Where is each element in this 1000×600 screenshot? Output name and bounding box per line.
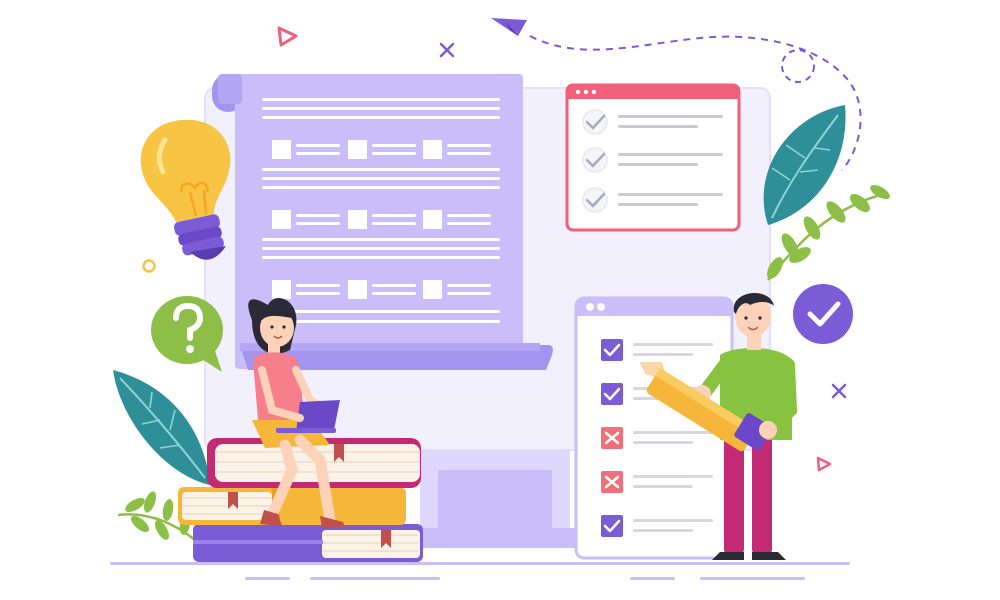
- doc-line: [296, 222, 340, 225]
- cross-mark-icon: [604, 475, 620, 489]
- doc-line: [262, 177, 500, 180]
- checkbox-checked-icon: [601, 515, 623, 537]
- doc-line: [372, 144, 416, 147]
- right-leaves: [763, 105, 890, 281]
- doc-checkbox: [423, 280, 442, 299]
- doc-line: [372, 222, 416, 225]
- pencil-icon: [640, 362, 773, 452]
- doc-checkbox: [272, 210, 291, 229]
- checkbox-checked-icon: [601, 383, 623, 405]
- check-line: [618, 115, 723, 118]
- doc-line: [262, 320, 500, 323]
- doc-checkbox: [272, 140, 291, 159]
- check-mark-icon: [585, 192, 606, 208]
- top-check-rows: [582, 109, 723, 213]
- check-line: [633, 529, 693, 532]
- doc-line: [372, 152, 416, 155]
- doc-line: [296, 292, 340, 295]
- doc-checkbox: [348, 280, 367, 299]
- doc-checkbox: [348, 210, 367, 229]
- check-mark-icon: [585, 152, 606, 168]
- check-line: [633, 343, 713, 346]
- checklist-card-bottom: [574, 296, 734, 560]
- decorations: [142, 26, 847, 472]
- doc-line: [262, 116, 500, 119]
- check-line: [633, 519, 713, 522]
- check-mark-icon: [603, 343, 621, 357]
- check-circle-icon: [582, 187, 608, 213]
- book-stack: [178, 438, 423, 562]
- doc-line: [262, 247, 500, 250]
- doc-line: [447, 222, 491, 225]
- check-line: [618, 193, 723, 196]
- checklist-card-top: [565, 83, 741, 232]
- doc-line: [262, 107, 500, 110]
- check-mark-icon: [603, 519, 621, 533]
- check-mark-icon: [603, 387, 621, 401]
- check-mark-icon: [585, 114, 606, 130]
- cross-mark-icon: [604, 431, 620, 445]
- check-line: [633, 353, 693, 356]
- doc-checkbox: [348, 140, 367, 159]
- doc-line: [372, 292, 416, 295]
- doc-line: [447, 284, 491, 287]
- check-line: [633, 441, 693, 444]
- doc-line: [296, 214, 340, 217]
- paper-plane-icon: [491, 18, 862, 171]
- doc-line: [296, 284, 340, 287]
- doc-checkbox: [272, 280, 291, 299]
- doc-line: [447, 292, 491, 295]
- doc-line: [262, 98, 500, 101]
- doc-line: [447, 144, 491, 147]
- ground-lines: [110, 562, 850, 580]
- man-with-pencil: [640, 293, 798, 560]
- woman-with-laptop: [248, 297, 345, 528]
- doc-line: [447, 152, 491, 155]
- doc-line: [447, 214, 491, 217]
- doc-line: [262, 256, 500, 259]
- doc-line: [262, 168, 500, 171]
- doc-line: [262, 186, 500, 189]
- doc-line: [296, 144, 340, 147]
- doc-line: [262, 310, 500, 313]
- document-scroll: [212, 74, 553, 370]
- document-lines: [262, 98, 500, 323]
- check-line: [618, 203, 698, 206]
- question-bubble-icon: [151, 296, 223, 372]
- doc-checkbox: [423, 210, 442, 229]
- lightbulb-icon: [140, 119, 231, 260]
- doc-checkbox: [423, 140, 442, 159]
- checkbox-checked-icon: [601, 339, 623, 361]
- check-line: [618, 153, 723, 156]
- bottom-check-rows: [601, 339, 713, 537]
- check-line: [633, 475, 713, 478]
- check-line: [633, 431, 713, 434]
- doc-line: [296, 152, 340, 155]
- check-line: [618, 125, 698, 128]
- check-badge-icon: [793, 284, 853, 344]
- check-circle-icon: [582, 147, 608, 173]
- check-circle-icon: [582, 109, 608, 135]
- doc-line: [372, 284, 416, 287]
- check-line: [618, 163, 698, 166]
- doc-line: [372, 214, 416, 217]
- doc-line: [262, 238, 500, 241]
- check-line: [633, 485, 693, 488]
